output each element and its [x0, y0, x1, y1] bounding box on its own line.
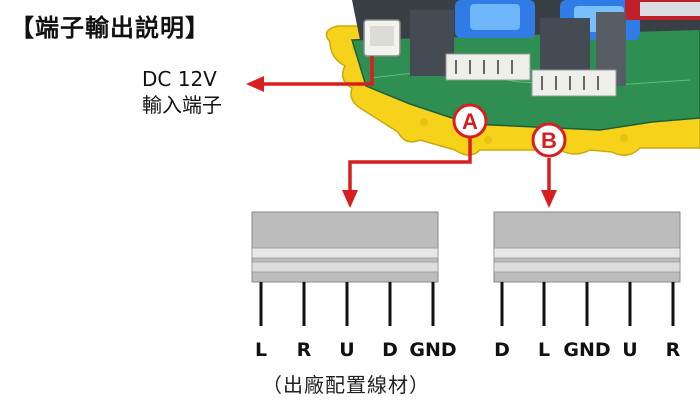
controller-board-illustration: [325, 0, 700, 156]
pin-label-a-3: U: [339, 339, 355, 361]
pin-label-a-5: GND: [409, 339, 457, 361]
connector-b: [493, 211, 681, 326]
pin-label-b-3: GND: [563, 339, 611, 361]
arrow-a: [348, 138, 472, 194]
pin-label-b-4: U: [622, 339, 638, 361]
badge-a-letter: A: [462, 109, 478, 134]
pin-label-a-1: L: [254, 339, 268, 361]
pin-label-b-1: D: [494, 339, 510, 361]
pin-label-b-2: L: [537, 339, 551, 361]
badge-a: A: [452, 103, 488, 139]
badge-b-letter: B: [541, 128, 557, 153]
arrow-b-head: [541, 190, 557, 208]
dc-input-terminal-text: 輸入端子: [142, 93, 222, 117]
connector-a: [251, 211, 439, 326]
power-arrow: [262, 56, 374, 86]
dc-input-label: DC 12V 輸入端子: [142, 66, 262, 118]
pin-label-a-4: D: [382, 339, 398, 361]
dc-voltage-text: DC 12V: [142, 67, 217, 91]
pin-label-a-2: R: [296, 339, 312, 361]
pin-label-b-5: R: [665, 339, 681, 361]
factory-cable-caption: （出廠配置線材）: [262, 373, 430, 397]
arrow-a-head: [342, 190, 358, 208]
page-title: 【端子輸出説明】: [10, 14, 210, 42]
power-arrow-head: [246, 76, 264, 92]
badge-b: B: [531, 122, 567, 158]
